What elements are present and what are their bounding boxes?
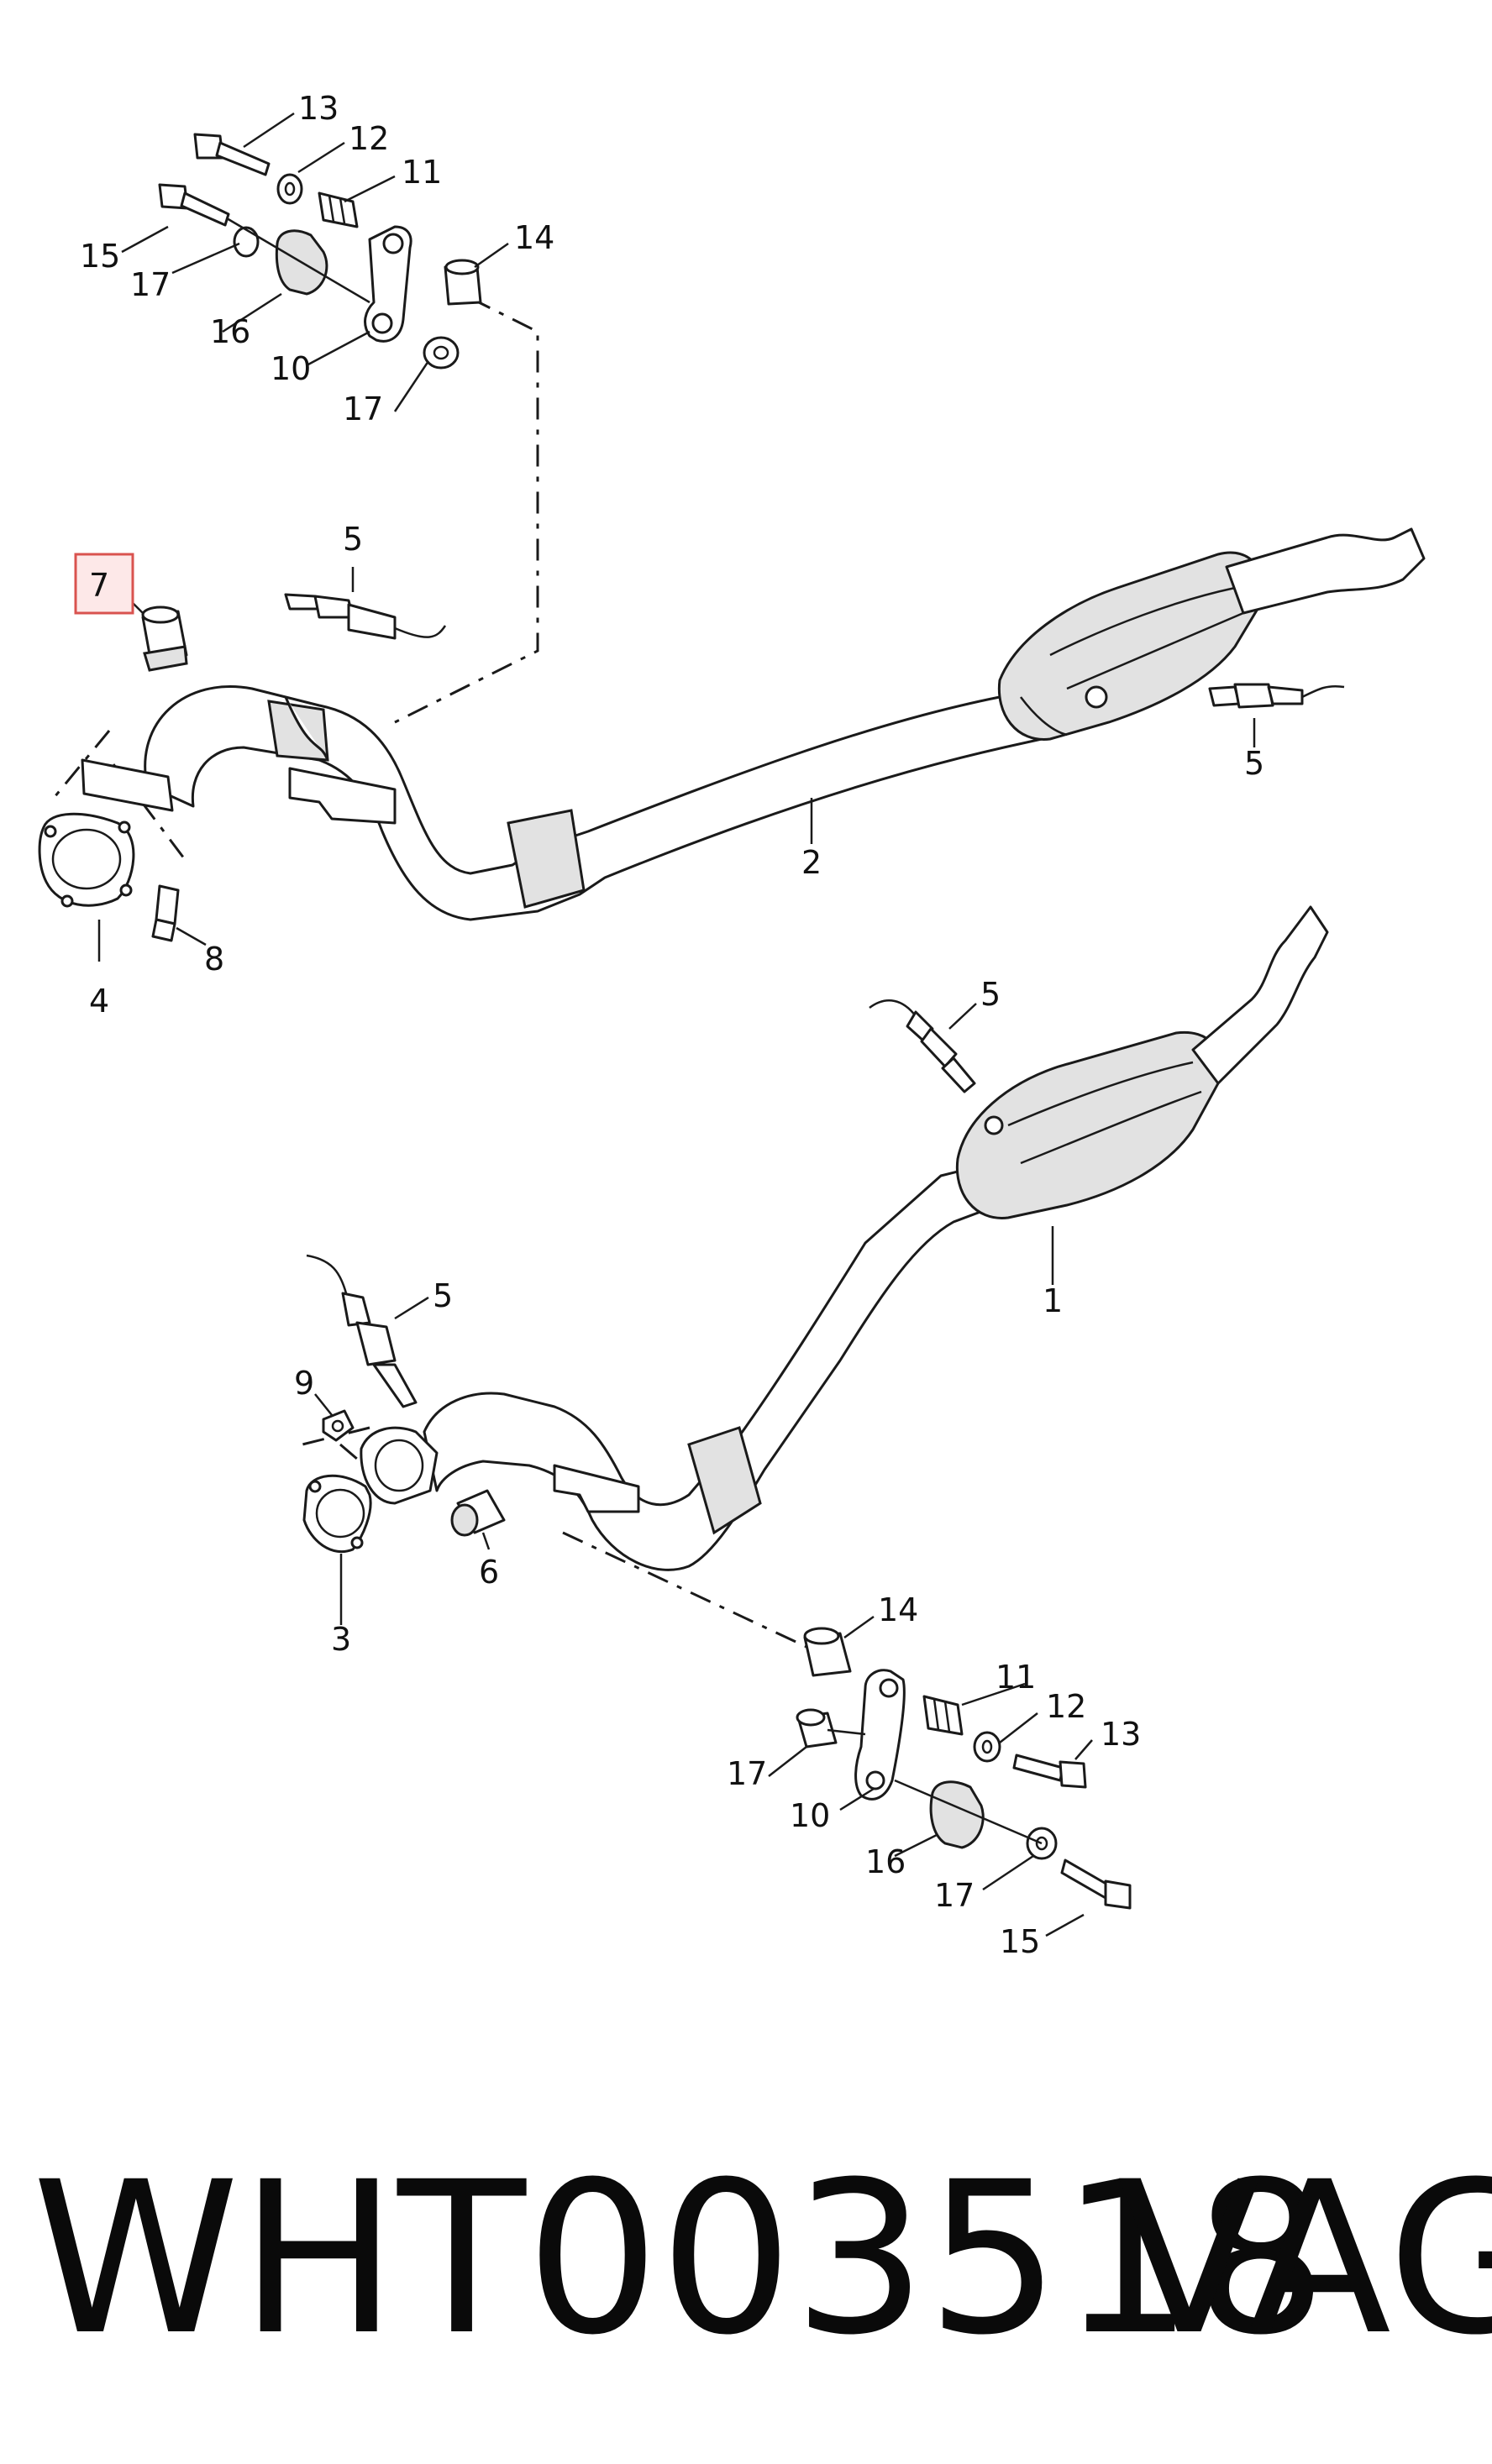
callout-5-lower-right: 5 bbox=[980, 976, 1001, 1013]
callout-16-lower: 16 bbox=[865, 1843, 906, 1880]
callout-17-upper-a: 17 bbox=[130, 266, 171, 303]
alignment-line-lower bbox=[562, 1531, 833, 1660]
callout-15-upper: 15 bbox=[80, 238, 120, 275]
callout-15-lower: 15 bbox=[1000, 1923, 1040, 1960]
hanger-hardware-upper bbox=[158, 133, 482, 370]
part-caption: WHT003518 VAG bbox=[0, 2150, 1492, 2368]
callout-13-lower: 13 bbox=[1101, 1716, 1141, 1753]
pipe-inlet-flange bbox=[81, 758, 174, 812]
callout-4: 4 bbox=[89, 983, 109, 1020]
oxygen-sensor-5-lower-right bbox=[869, 999, 1004, 1135]
callout-3: 3 bbox=[331, 1621, 351, 1658]
sleeve-6 bbox=[450, 1489, 506, 1537]
oxygen-sensor-5-lower-left bbox=[306, 1254, 418, 1408]
flex-joint bbox=[507, 809, 586, 909]
callout-1: 1 bbox=[1043, 1282, 1063, 1319]
callout-16-upper: 16 bbox=[210, 313, 250, 350]
callout-8: 8 bbox=[204, 941, 224, 978]
callout-17-lower-a: 17 bbox=[727, 1755, 767, 1792]
callout-17-lower-b: 17 bbox=[934, 1877, 975, 1914]
oxygen-sensor-5-upper-left bbox=[284, 593, 447, 640]
tail-pipe-2 bbox=[1225, 527, 1426, 615]
nut-9 bbox=[322, 1409, 355, 1442]
callout-10-lower: 10 bbox=[790, 1797, 830, 1834]
callout-14-upper: 14 bbox=[514, 219, 554, 256]
callout-5-lower-left: 5 bbox=[433, 1277, 453, 1314]
callout-5-upper-right: 5 bbox=[1244, 745, 1264, 782]
callout-13-upper: 13 bbox=[298, 90, 339, 127]
upper-exhaust-assembly bbox=[38, 133, 1426, 942]
callout-17-upper-b: 17 bbox=[343, 391, 383, 427]
part-number: WHT003518 bbox=[32, 2136, 1328, 2381]
callout-9: 9 bbox=[294, 1365, 314, 1402]
alignment-line-upper bbox=[394, 296, 539, 724]
callout-2: 2 bbox=[801, 844, 822, 881]
callout-7: 7 bbox=[89, 567, 109, 604]
flex-joint-1 bbox=[687, 1426, 762, 1535]
oxygen-sensor-5-upper-right bbox=[1085, 683, 1345, 709]
catalytic-converter-1 bbox=[955, 1030, 1222, 1219]
hanger-hardware-lower bbox=[796, 1627, 1132, 1910]
callout-12-upper: 12 bbox=[349, 120, 389, 157]
brand-name: VAG bbox=[1117, 2136, 1492, 2381]
callout-14-lower: 14 bbox=[878, 1591, 918, 1628]
callout-5-upper-left: 5 bbox=[343, 521, 363, 558]
front-pipe-1 bbox=[360, 905, 1329, 1571]
callout-11-lower: 11 bbox=[996, 1659, 1036, 1696]
front-pipe-2 bbox=[81, 527, 1426, 921]
highlight-box-item-7 bbox=[74, 553, 134, 615]
callout-12-lower: 12 bbox=[1046, 1688, 1086, 1725]
callout-labels: 13 12 11 14 15 17 16 10 17 5 7 5 2 4 8 5… bbox=[80, 90, 1264, 1960]
leader-lines bbox=[97, 112, 1256, 1937]
pipe-inlet-flange-1 bbox=[360, 1426, 439, 1505]
callout-6: 6 bbox=[479, 1554, 499, 1591]
catalytic-converter-2 bbox=[997, 551, 1264, 741]
pipe-bracket-1 bbox=[553, 1464, 640, 1513]
pipe-bracket bbox=[288, 767, 397, 825]
lower-exhaust-assembly bbox=[302, 905, 1329, 1910]
gasket-4 bbox=[38, 812, 135, 908]
callout-10-upper: 10 bbox=[271, 350, 311, 387]
gasket-3 bbox=[302, 1474, 372, 1554]
tail-pipe-1 bbox=[1191, 905, 1329, 1085]
sleeve-7 bbox=[141, 606, 188, 672]
callout-11-upper: 11 bbox=[402, 154, 442, 191]
stud-8 bbox=[151, 884, 180, 942]
